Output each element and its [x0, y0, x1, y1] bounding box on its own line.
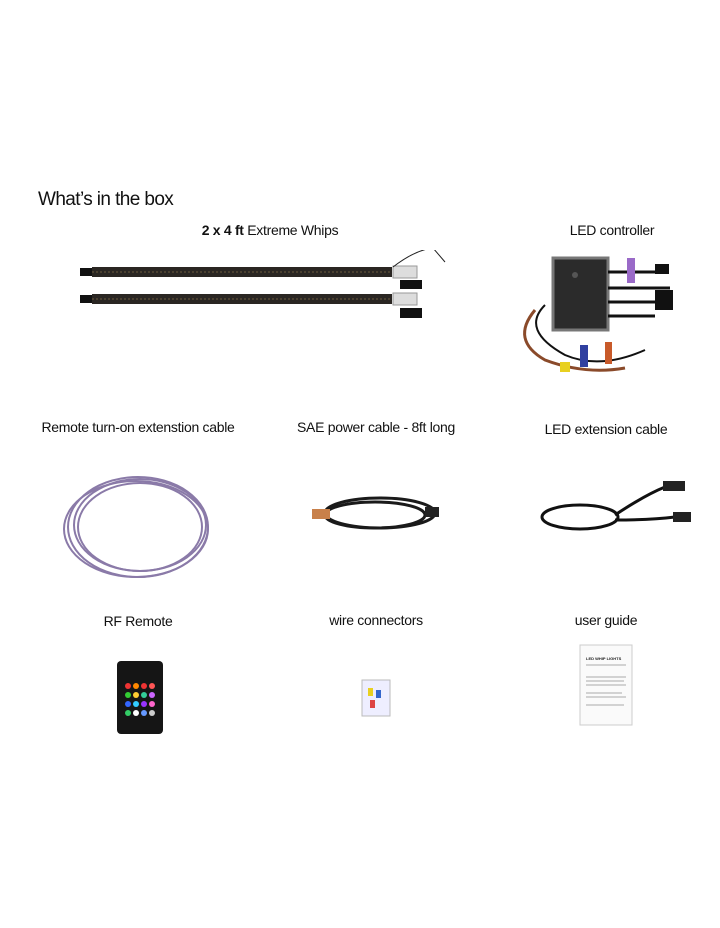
led-extension-cable-image — [540, 481, 691, 531]
rf-remote-image — [117, 661, 163, 734]
item-label-controller: LED controller — [569, 222, 655, 238]
item-label-remote-cable: Remote turn-on extenstion cable — [41, 419, 235, 435]
wire-connectors-image — [361, 679, 391, 717]
whips-quantity: 2 x 4 ft — [201, 222, 244, 238]
whips-image — [80, 250, 446, 318]
sae-power-cable-image — [312, 496, 439, 530]
page-title: What’s in the box — [38, 189, 174, 210]
item-label-whips: 2 x 4 ft Extreme Whips — [202, 222, 339, 238]
user-guide-cover-heading: LED WHIP LIGHTS — [586, 656, 622, 661]
remote-turn-on-cable-image — [63, 476, 209, 578]
whips-name: Extreme Whips — [247, 222, 339, 238]
item-label-user-guide: user guide — [574, 612, 638, 628]
item-label-sae-cable: SAE power cable - 8ft long — [297, 419, 455, 435]
user-guide-image: LED WHIP LIGHTS — [579, 644, 633, 726]
item-label-led-extension: LED extension cable — [544, 421, 668, 437]
item-label-rf-remote: RF Remote — [103, 613, 173, 629]
item-label-wire-connectors: wire connectors — [329, 612, 423, 628]
led-controller-image — [523, 256, 673, 372]
